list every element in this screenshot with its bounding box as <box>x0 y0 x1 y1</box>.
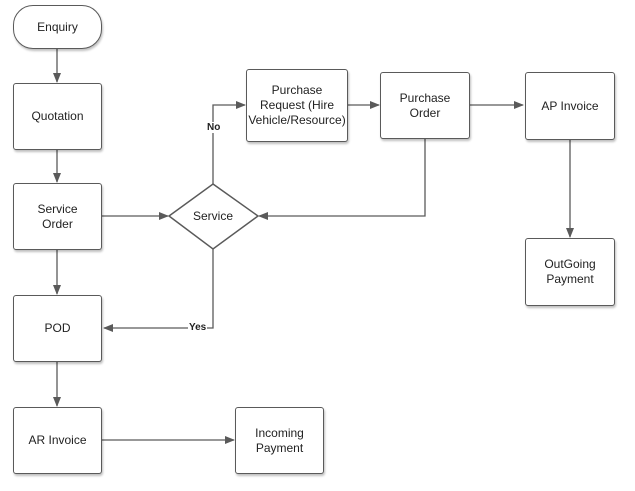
node-outgoing-payment-label: OutGoing Payment <box>544 257 596 286</box>
node-purchase-order: Purchase Order <box>380 72 470 139</box>
node-service-order: Service Order <box>13 183 102 250</box>
node-purchase-request-label: Purchase Request (Hire Vehicle/Resource) <box>248 83 346 127</box>
node-ar-invoice-label: AR Invoice <box>28 433 87 447</box>
node-enquiry-label: Enquiry <box>37 19 78 34</box>
node-service-order-label: Service Order <box>37 201 78 231</box>
node-ap-invoice-label: AP Invoice <box>541 98 599 113</box>
node-quotation: Quotation <box>13 83 102 150</box>
edge-service-to-pod <box>103 249 214 332</box>
node-pod: POD <box>13 295 102 362</box>
edge-purchase-order-to-service <box>258 139 426 220</box>
node-outgoing-payment: OutGoing Payment <box>525 238 615 306</box>
node-purchase-request: Purchase Request (Hire Vehicle/Resource) <box>246 69 348 142</box>
node-incoming-payment: Incoming Payment <box>235 407 324 474</box>
node-enquiry: Enquiry <box>13 5 102 49</box>
edge-service-to-purchase-request <box>212 101 246 184</box>
node-purchase-order-label: Purchase Order <box>399 90 451 120</box>
edge-label-no: No <box>206 122 222 133</box>
node-ar-invoice: AR Invoice <box>13 407 102 474</box>
node-ap-invoice: AP Invoice <box>525 72 615 140</box>
node-incoming-payment-label: Incoming Payment <box>255 425 304 455</box>
edge-label-yes: Yes <box>188 322 208 333</box>
node-pod-label: POD <box>44 321 71 335</box>
node-quotation-label: Quotation <box>31 109 84 123</box>
service-decision-label: Service <box>193 209 233 223</box>
service-decision-diamond <box>167 183 260 250</box>
